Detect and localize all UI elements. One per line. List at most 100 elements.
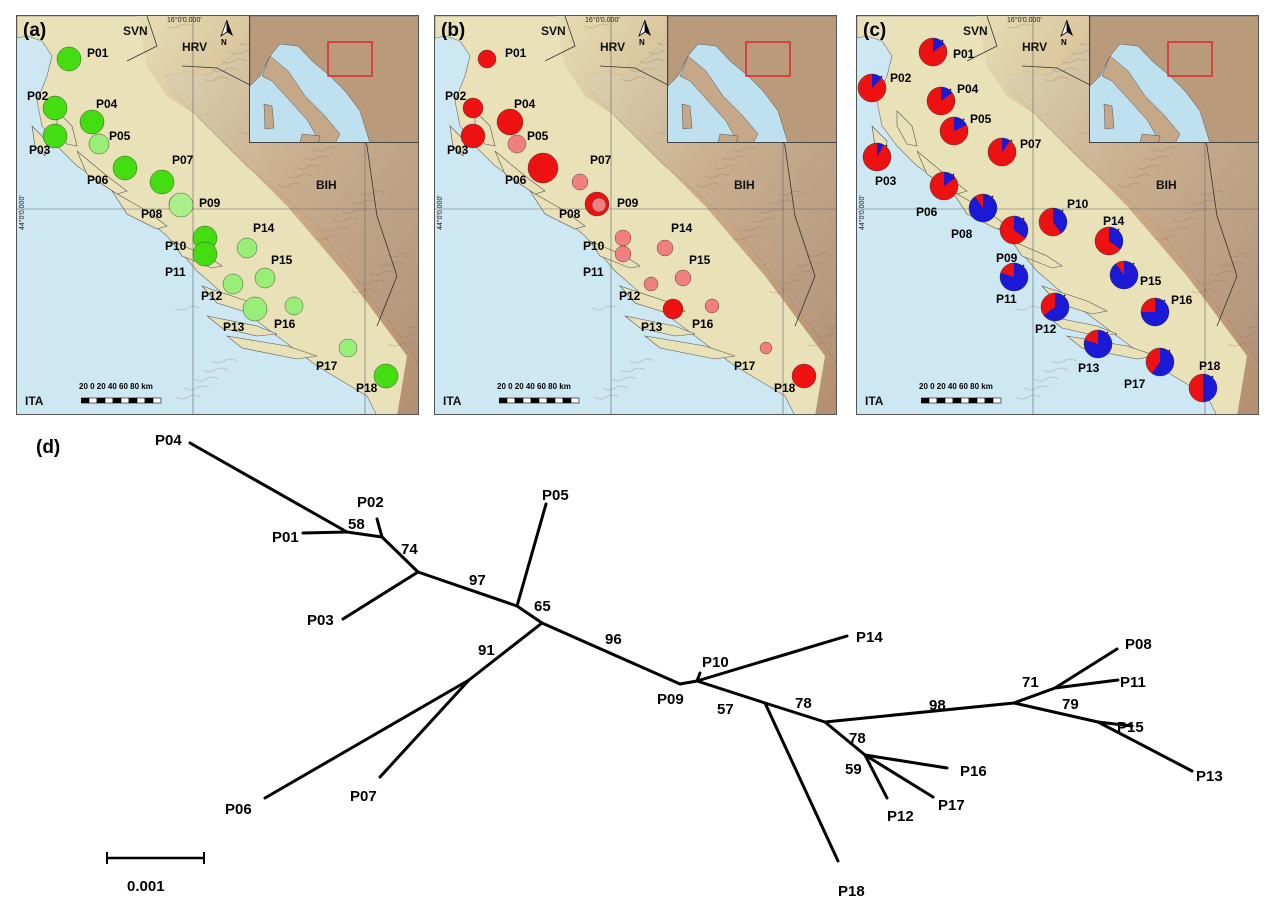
tip-label-p06: P06 [225,801,252,818]
panel-label-a: (a) [23,20,47,41]
island [494,150,546,195]
country-label-ita: ITA [865,394,884,408]
country-label-svn: SVN [123,24,148,38]
population-label-p12: P12 [619,289,641,303]
tree-branch [863,753,889,800]
country-label-hrv: HRV [182,40,208,54]
population-label-p12: P12 [1035,322,1057,336]
population-label-p07: P07 [172,153,194,167]
scale-bar: 20 0 20 40 60 80 km [915,382,1065,412]
population-marker-p07 [149,169,175,195]
population-label-p17: P17 [734,359,756,373]
population-label-p13: P13 [1078,361,1100,375]
tree-branch [378,678,471,779]
island [225,335,318,360]
inset-map-c [1089,16,1258,143]
admixture-pie-p02 [857,73,887,103]
bootstrap-value: 58 [348,516,365,533]
country-label-hrv: HRV [1022,40,1048,54]
admixture-pie-p13 [1083,329,1113,359]
inset-svg [668,16,836,142]
tip-label-p15: P15 [1117,719,1144,736]
population-marker-p09 [168,192,194,218]
island [206,315,278,337]
north-arrow-icon: N [1060,19,1074,47]
italy-outline [1101,55,1181,142]
north-arrow-icon: N [220,19,234,47]
population-label-p16: P16 [274,317,296,331]
tree-branch [1096,720,1134,728]
admixture-pie-p09 [999,215,1029,245]
population-label-p15: P15 [689,253,711,267]
population-marker-p02 [462,97,484,119]
population-label-p18: P18 [356,381,378,395]
population-label-p12: P12 [201,289,223,303]
population-label-p09: P09 [996,251,1018,265]
population-marker-p04 [496,108,524,136]
island [529,190,586,230]
population-label-p01: P01 [953,47,975,61]
map-c-svg [857,16,1258,414]
population-marker-p18 [373,363,399,389]
tree-branch [695,634,849,683]
tree-branch [1053,678,1120,690]
population-marker-p14 [656,239,674,257]
population-marker-p01 [477,49,497,69]
country-label-ita: ITA [25,394,44,408]
population-label-p10: P10 [583,239,605,253]
tip-label-p16: P16 [960,763,987,780]
tip-label-p10: P10 [702,654,729,671]
population-marker-p15 [674,269,692,287]
population-marker-p16 [704,298,720,314]
tree-branch [188,441,349,534]
inset-map-b [667,16,836,143]
population-marker-p07 [571,173,589,191]
bootstrap-value: 91 [478,642,495,659]
population-label-p04: P04 [514,97,536,111]
inset-map-a [249,16,418,143]
population-label-p14: P14 [671,221,693,235]
population-label-p09: P09 [199,196,221,210]
north-arrow-icon: N [638,19,652,47]
tree-branch [416,570,519,608]
scale-bar-label: 20 0 20 40 60 80 km [497,382,571,391]
svg-text:N: N [1061,38,1067,46]
bootstrap-value: 79 [1062,696,1079,713]
population-label-p11: P11 [996,292,1017,306]
scale-bar: 20 0 20 40 60 80 km [493,382,643,412]
country-label-bih: BIH [1156,178,1177,192]
scale-bar-label: 20 0 20 40 60 80 km [79,382,153,391]
population-label-p07: P07 [590,153,612,167]
population-marker-p14 [236,237,258,259]
population-label-p13: P13 [223,320,245,334]
admixture-pie-p16 [1140,297,1170,327]
scale-bar: 20 0 20 40 60 80 km [75,382,225,412]
island [449,125,466,157]
population-label-p15: P15 [1140,274,1162,288]
admixture-pie-p18 [1188,373,1218,403]
tree-branch [301,530,349,535]
population-label-p11: P11 [583,265,604,279]
population-marker-p11 [614,245,632,263]
population-label-p10: P10 [165,239,187,253]
population-marker-p18 [791,363,817,389]
tree-branch [678,679,699,686]
population-marker-p10 [614,229,632,247]
tip-label-p05: P05 [542,487,569,504]
tip-label-p04: P04 [155,432,182,449]
inset-extent-box [327,41,373,77]
svg-text:N: N [639,38,645,46]
population-marker-p13 [662,298,684,320]
latitude-label: 44°0'0.000' [859,195,866,230]
population-marker-p13 [242,296,268,322]
population-marker-p17 [759,341,773,355]
tip-label-p14: P14 [856,629,883,646]
tip-label-p17: P17 [938,797,965,814]
island [896,110,918,147]
population-marker-p01 [56,46,82,72]
population-label-p03: P03 [447,143,469,157]
longitude-label: 16°0'0.000' [1007,17,1042,24]
bootstrap-value: 97 [469,572,486,589]
population-label-p06: P06 [87,173,109,187]
